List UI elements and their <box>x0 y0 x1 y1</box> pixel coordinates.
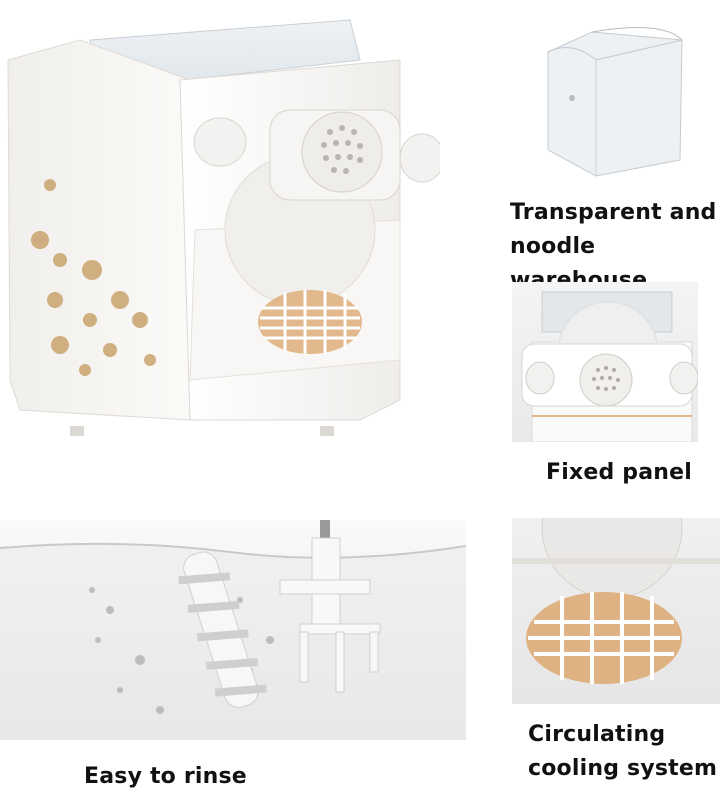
cooling-system-photo <box>512 518 720 704</box>
fixed-panel-illustration <box>521 291 698 442</box>
cooling-system-illustration <box>512 518 720 684</box>
cooling-caption: Circulating cooling system <box>528 718 720 786</box>
pasta-machine-photo <box>0 0 440 460</box>
fixed-panel-photo <box>512 282 698 442</box>
cooling-caption-line-1: Circulating <box>528 722 666 747</box>
transparent-cover-photo <box>512 0 720 190</box>
panel-caption: Fixed panel <box>546 460 693 485</box>
cooling-caption-line-2: cooling system <box>528 756 718 781</box>
transparent-cover-illustration <box>547 27 683 177</box>
rinse-illustration <box>0 520 466 740</box>
pasta-machine-illustration <box>7 19 440 436</box>
rinse-photo <box>0 520 466 740</box>
cover-caption-line-1: Transparent and <box>510 200 717 225</box>
rinse-caption: Easy to rinse <box>84 764 247 789</box>
